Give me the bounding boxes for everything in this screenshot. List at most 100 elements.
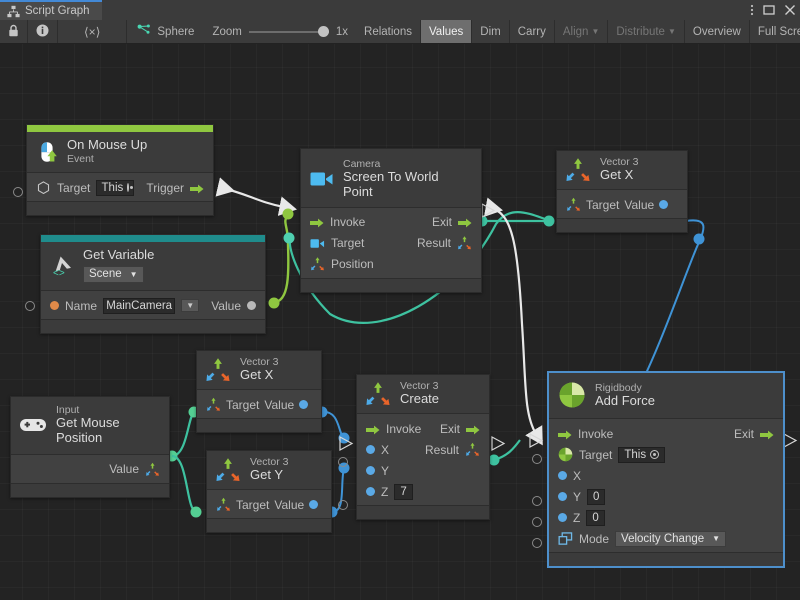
target-picker-icon[interactable] [127,183,134,192]
target-label: Target [586,197,620,212]
port-mode-rigidbody[interactable] [532,538,542,548]
target-picker-icon[interactable] [650,450,660,459]
close-icon[interactable] [784,4,796,16]
invoke-flow-arrow-icon[interactable] [558,429,572,439]
result-label: Result [416,236,451,251]
node-title: Screen To World Point [343,169,439,199]
node-accent-bar [27,125,213,132]
port-z-create[interactable] [338,500,348,510]
node-vector3-get-x-top[interactable]: Vector 3 Get X Target Value [556,150,688,233]
value-port-dot[interactable] [247,301,256,311]
toolbar-values[interactable]: Values [420,20,473,43]
maximize-icon[interactable] [763,4,775,16]
port-invoke-create[interactable] [338,457,348,467]
port-z-rigidbody[interactable] [532,517,542,527]
node-vector3-get-x-mid[interactable]: Vector 3 Get X Target Value [196,350,322,433]
z-label: Z [573,510,581,525]
node-title-group: Vector 3 Get Y [250,456,289,483]
y-value-field[interactable]: 0 [587,488,606,505]
node-on-mouse-up[interactable]: On Mouse Up Event Target This Trigger [26,124,214,216]
node-vector3-create[interactable]: Vector 3 Create Invoke Exit [356,374,490,520]
gameobject-icon [36,180,51,195]
row-target: Target This [549,444,783,465]
node-body: Invoke Exit [549,418,783,552]
toolbar-full-screen[interactable]: Full Screen [750,20,800,43]
port-y-rigidbody[interactable] [532,496,542,506]
toolbar-relations[interactable]: Relations [356,20,421,43]
row-name: Name MainCamera ▼ Value [41,295,265,316]
y-port-dot[interactable] [366,466,375,475]
graph-object[interactable]: Sphere [127,20,204,43]
mode-dropdown[interactable]: Velocity Change ▼ [615,530,727,547]
port-target-on-mouse-up[interactable] [13,187,23,197]
node-camera-screen-to-world-point[interactable]: Camera Screen To World Point Invoke Exit [300,148,482,293]
y-label: Y [381,463,390,478]
target-label: Target [579,447,613,462]
exit-flow-arrow-icon[interactable] [466,424,480,434]
info-button[interactable] [28,20,58,43]
value-port-dot[interactable] [309,500,319,509]
z-label: Z [381,484,389,499]
value-port-dot[interactable] [299,400,309,409]
node-input-get-mouse-position[interactable]: Input Get Mouse Position Value [10,396,170,498]
z-value: 7 [400,485,407,498]
variable-name-dropdown-button[interactable]: ▼ [181,299,200,313]
zoom-slider-knob[interactable] [317,26,329,37]
value-port-dot[interactable] [659,200,669,209]
z-value-field[interactable]: 0 [586,509,605,526]
z-port-dot[interactable] [558,513,567,522]
node-footer [549,552,783,566]
node-rigidbody-add-force[interactable]: Rigidbody Add Force Invoke Exit [548,372,784,567]
row-invoke-exit: Invoke Exit [549,423,783,444]
toolbar-values-label: Values [428,25,464,38]
node-header: Vector 3 Get Y [207,451,331,489]
vector3-icon [365,381,391,407]
variable-scope-dropdown[interactable]: Scene ▼ [83,265,144,284]
toolbar-carry[interactable]: Carry [510,20,555,43]
node-category: Vector 3 [250,456,289,468]
zoom-slider[interactable] [248,26,329,38]
lock-button[interactable] [0,20,28,43]
node-vector3-get-y[interactable]: Vector 3 Get Y Target Value [206,450,332,533]
script-graph-icon [7,5,20,18]
toolbar-relations-label: Relations [364,25,412,38]
toolbar-dim[interactable]: Dim [472,20,510,43]
zoom-control[interactable]: Zoom 1x [204,20,356,43]
zoom-label: Zoom [212,25,242,38]
row-x-result: X Result [357,439,489,460]
invoke-flow-arrow-icon[interactable] [310,217,324,228]
variable-name-field[interactable]: MainCamera [103,297,176,314]
node-title: Get X [600,167,634,183]
tab-script-graph[interactable]: Script Graph [0,0,102,20]
exit-flow-arrow-icon[interactable] [458,217,472,228]
row-target-value: Target Value [197,394,321,415]
kebab-menu-icon[interactable] [750,3,754,17]
z-port-dot[interactable] [366,487,375,496]
node-title: Get Mouse Position [56,415,120,445]
toolbar-align[interactable]: Align▼ [555,20,609,43]
port-target-rigidbody[interactable] [532,454,542,464]
node-get-variable[interactable]: <> Get Variable Scene ▼ Name MainCamera [40,234,266,335]
trigger-flow-arrow-icon[interactable] [190,183,204,193]
exit-flow-arrow-icon[interactable] [760,429,774,439]
z-value-field[interactable]: 7 [394,483,413,500]
invoke-flow-arrow-icon[interactable] [366,424,380,434]
y-port-dot[interactable] [558,492,567,501]
rigidbody-icon [558,381,586,409]
name-port-dot[interactable] [50,301,59,311]
target-value-field[interactable]: This [618,446,666,463]
port-name-get-variable[interactable] [25,301,35,311]
target-value-field[interactable]: This [96,179,135,196]
mode-label: Mode [579,531,610,546]
code-view-button[interactable]: ⟨×⟩ [58,20,128,43]
row-target-result: Target Result [301,233,481,254]
position-label: Position [331,257,374,272]
toolbar-distribute[interactable]: Distribute▼ [608,20,685,43]
toolbar-overview[interactable]: Overview [685,20,750,43]
toolbar-align-label: Align [562,25,589,38]
node-header: Vector 3 Get X [197,351,321,389]
x-port-dot[interactable] [366,445,375,454]
chevron-down-icon: ▼ [712,534,721,543]
graph-canvas[interactable]: On Mouse Up Event Target This Trigger [0,44,800,600]
x-port-dot[interactable] [558,471,567,480]
